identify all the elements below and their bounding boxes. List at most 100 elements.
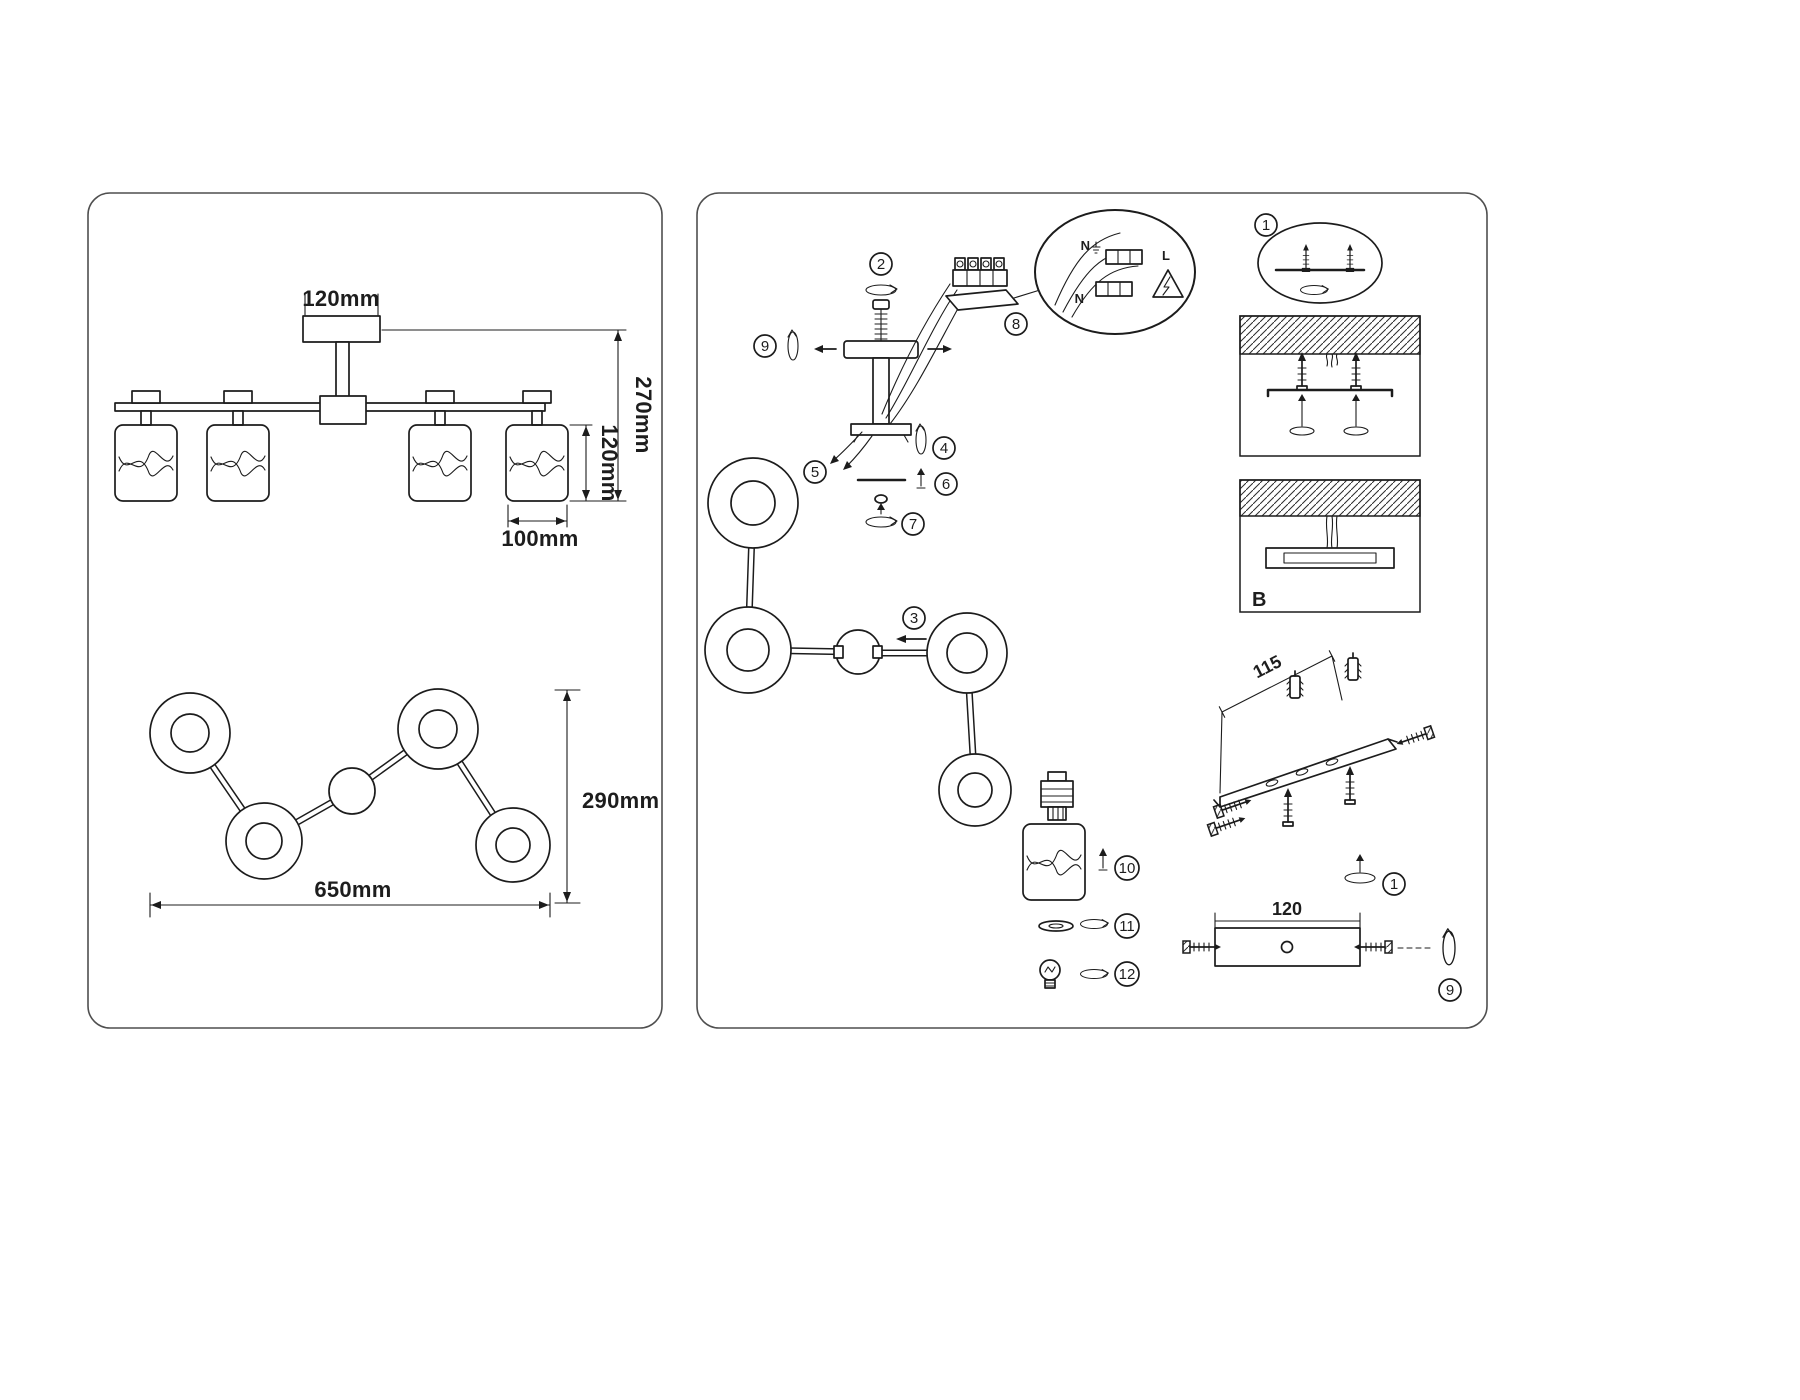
fixing-pin xyxy=(1098,853,1108,871)
svg-text:7: 7 xyxy=(909,516,917,533)
ceiling-hatch-band xyxy=(1239,479,1421,517)
step-6-badge: 6 xyxy=(934,472,958,496)
lamp-shade xyxy=(206,424,270,502)
loose-wires xyxy=(833,431,873,467)
bracket-hole xyxy=(1265,779,1279,787)
shade-top-outer xyxy=(397,688,479,770)
canopy-width-ticks xyxy=(304,293,379,316)
arms-assembly-view: 3 xyxy=(704,457,1012,827)
shade-ring-outer xyxy=(926,612,1008,694)
rotate-indicator-icon xyxy=(1080,919,1109,929)
step-11-badge: 11 xyxy=(1114,913,1140,939)
lightning-bolt-icon xyxy=(1162,276,1171,296)
shade-top-inner xyxy=(245,822,283,860)
bracket-body xyxy=(1214,927,1361,967)
shade-top-inner xyxy=(495,827,531,863)
small-screw xyxy=(916,473,926,489)
dim-depth-label: 290mm xyxy=(582,788,659,813)
rotate-indicator-icon xyxy=(915,423,927,455)
wire-label-line: L xyxy=(1162,248,1170,263)
shade-top-outer xyxy=(225,802,303,880)
left-panel-border xyxy=(87,192,663,1029)
washer-inner xyxy=(1048,923,1064,929)
shade-connector xyxy=(425,390,455,404)
step-12-badge: 12 xyxy=(1114,961,1140,987)
svg-text:8: 8 xyxy=(1012,316,1020,333)
mounting-screw-icon xyxy=(1282,787,1294,827)
step-10-badge: 10 xyxy=(1114,855,1140,881)
slide-arrow-left-head xyxy=(814,345,823,353)
shade-top-inner xyxy=(418,709,458,749)
balloon-terminal-bottom-dividers xyxy=(1107,281,1121,297)
front-view: 120mm 270mm 120mm 100mm xyxy=(114,286,656,551)
bracket-hole xyxy=(1295,768,1309,776)
canopy-exploded-view: 2 9 5 4 6 xyxy=(753,252,1041,536)
svg-text:9: 9 xyxy=(761,338,769,355)
side-screw-icon xyxy=(1393,725,1436,751)
center-stem xyxy=(335,341,350,399)
balloon-leader-line xyxy=(1013,289,1041,299)
svg-text:12: 12 xyxy=(1119,966,1136,983)
wire-label-neutral-bottom: N xyxy=(1075,291,1084,306)
step-9-badge: 9 xyxy=(1438,978,1462,1002)
bracket-hole xyxy=(1325,758,1339,766)
hub-socket xyxy=(833,645,844,659)
balloon-terminal-bottom xyxy=(1095,281,1133,297)
rotate-indicator-icon xyxy=(1289,426,1315,436)
top-view: 290mm 650mm xyxy=(149,688,659,918)
dim-bracket-length-label: 115 xyxy=(1250,651,1285,682)
shade-ring-washer xyxy=(1038,920,1074,932)
mounting-screw-icon xyxy=(1344,765,1356,805)
svg-text:3: 3 xyxy=(910,610,918,627)
rotate-indicator-icon xyxy=(865,516,898,528)
ceiling-wires xyxy=(1325,353,1339,368)
shade-ring-inner xyxy=(946,632,988,674)
svg-text:11: 11 xyxy=(1119,918,1135,935)
bracket-front-view: 120 9 xyxy=(1182,899,1462,1002)
svg-text:9: 9 xyxy=(1446,982,1454,999)
light-bulb-icon xyxy=(1039,959,1061,989)
dim-bracket-width-label: 120 xyxy=(1272,899,1302,919)
cap-nut xyxy=(872,299,890,310)
svg-text:10: 10 xyxy=(1119,860,1136,877)
bracket-center-hole xyxy=(1280,940,1294,954)
shade-top-inner xyxy=(170,713,210,753)
socket-neck-ridges xyxy=(1052,806,1064,821)
small-nut xyxy=(874,494,888,504)
wire-label-neutral-top: N xyxy=(1081,238,1090,253)
mounting-plate xyxy=(850,423,912,436)
step-4-badge: 4 xyxy=(932,436,956,460)
step-1-badge: 1 xyxy=(1254,213,1278,237)
center-hub xyxy=(319,395,367,425)
wire-arrowheads xyxy=(830,455,852,470)
shade-ring-inner xyxy=(730,480,776,526)
mounting-bracket-bar xyxy=(1266,388,1394,398)
wall-anchor-icon xyxy=(1344,652,1362,681)
electric-warning-triangle-icon xyxy=(1152,269,1184,298)
shade-ring-inner xyxy=(726,628,770,672)
plate-hooks xyxy=(853,434,909,443)
dim-shade-height-label: 120mm xyxy=(597,424,622,501)
step-7-badge: 7 xyxy=(901,512,925,536)
lamp-shade xyxy=(505,424,569,502)
lamp-shade xyxy=(408,424,472,502)
rotate-indicator-icon xyxy=(1442,928,1456,966)
dim-width-label: 650mm xyxy=(314,877,391,902)
stem-tube xyxy=(872,357,890,425)
screw-motion-arrows xyxy=(1298,394,1360,401)
canopy-disc xyxy=(843,340,919,359)
step-1-badge: 1 xyxy=(1382,872,1406,896)
slide-arrow-right-head xyxy=(943,345,952,353)
shade-stem xyxy=(531,410,543,426)
shade-ring-outer xyxy=(704,606,792,694)
arm-inner-fill xyxy=(746,502,977,791)
shade-stem xyxy=(140,410,152,426)
socket-body xyxy=(1040,780,1074,808)
bracket-detail-ellipse: 1 xyxy=(1254,213,1383,304)
section-b-label: B xyxy=(1252,589,1266,611)
svg-text:1: 1 xyxy=(1262,217,1270,234)
insert-arrow-head xyxy=(896,635,906,643)
svg-text:1: 1 xyxy=(1390,876,1398,893)
